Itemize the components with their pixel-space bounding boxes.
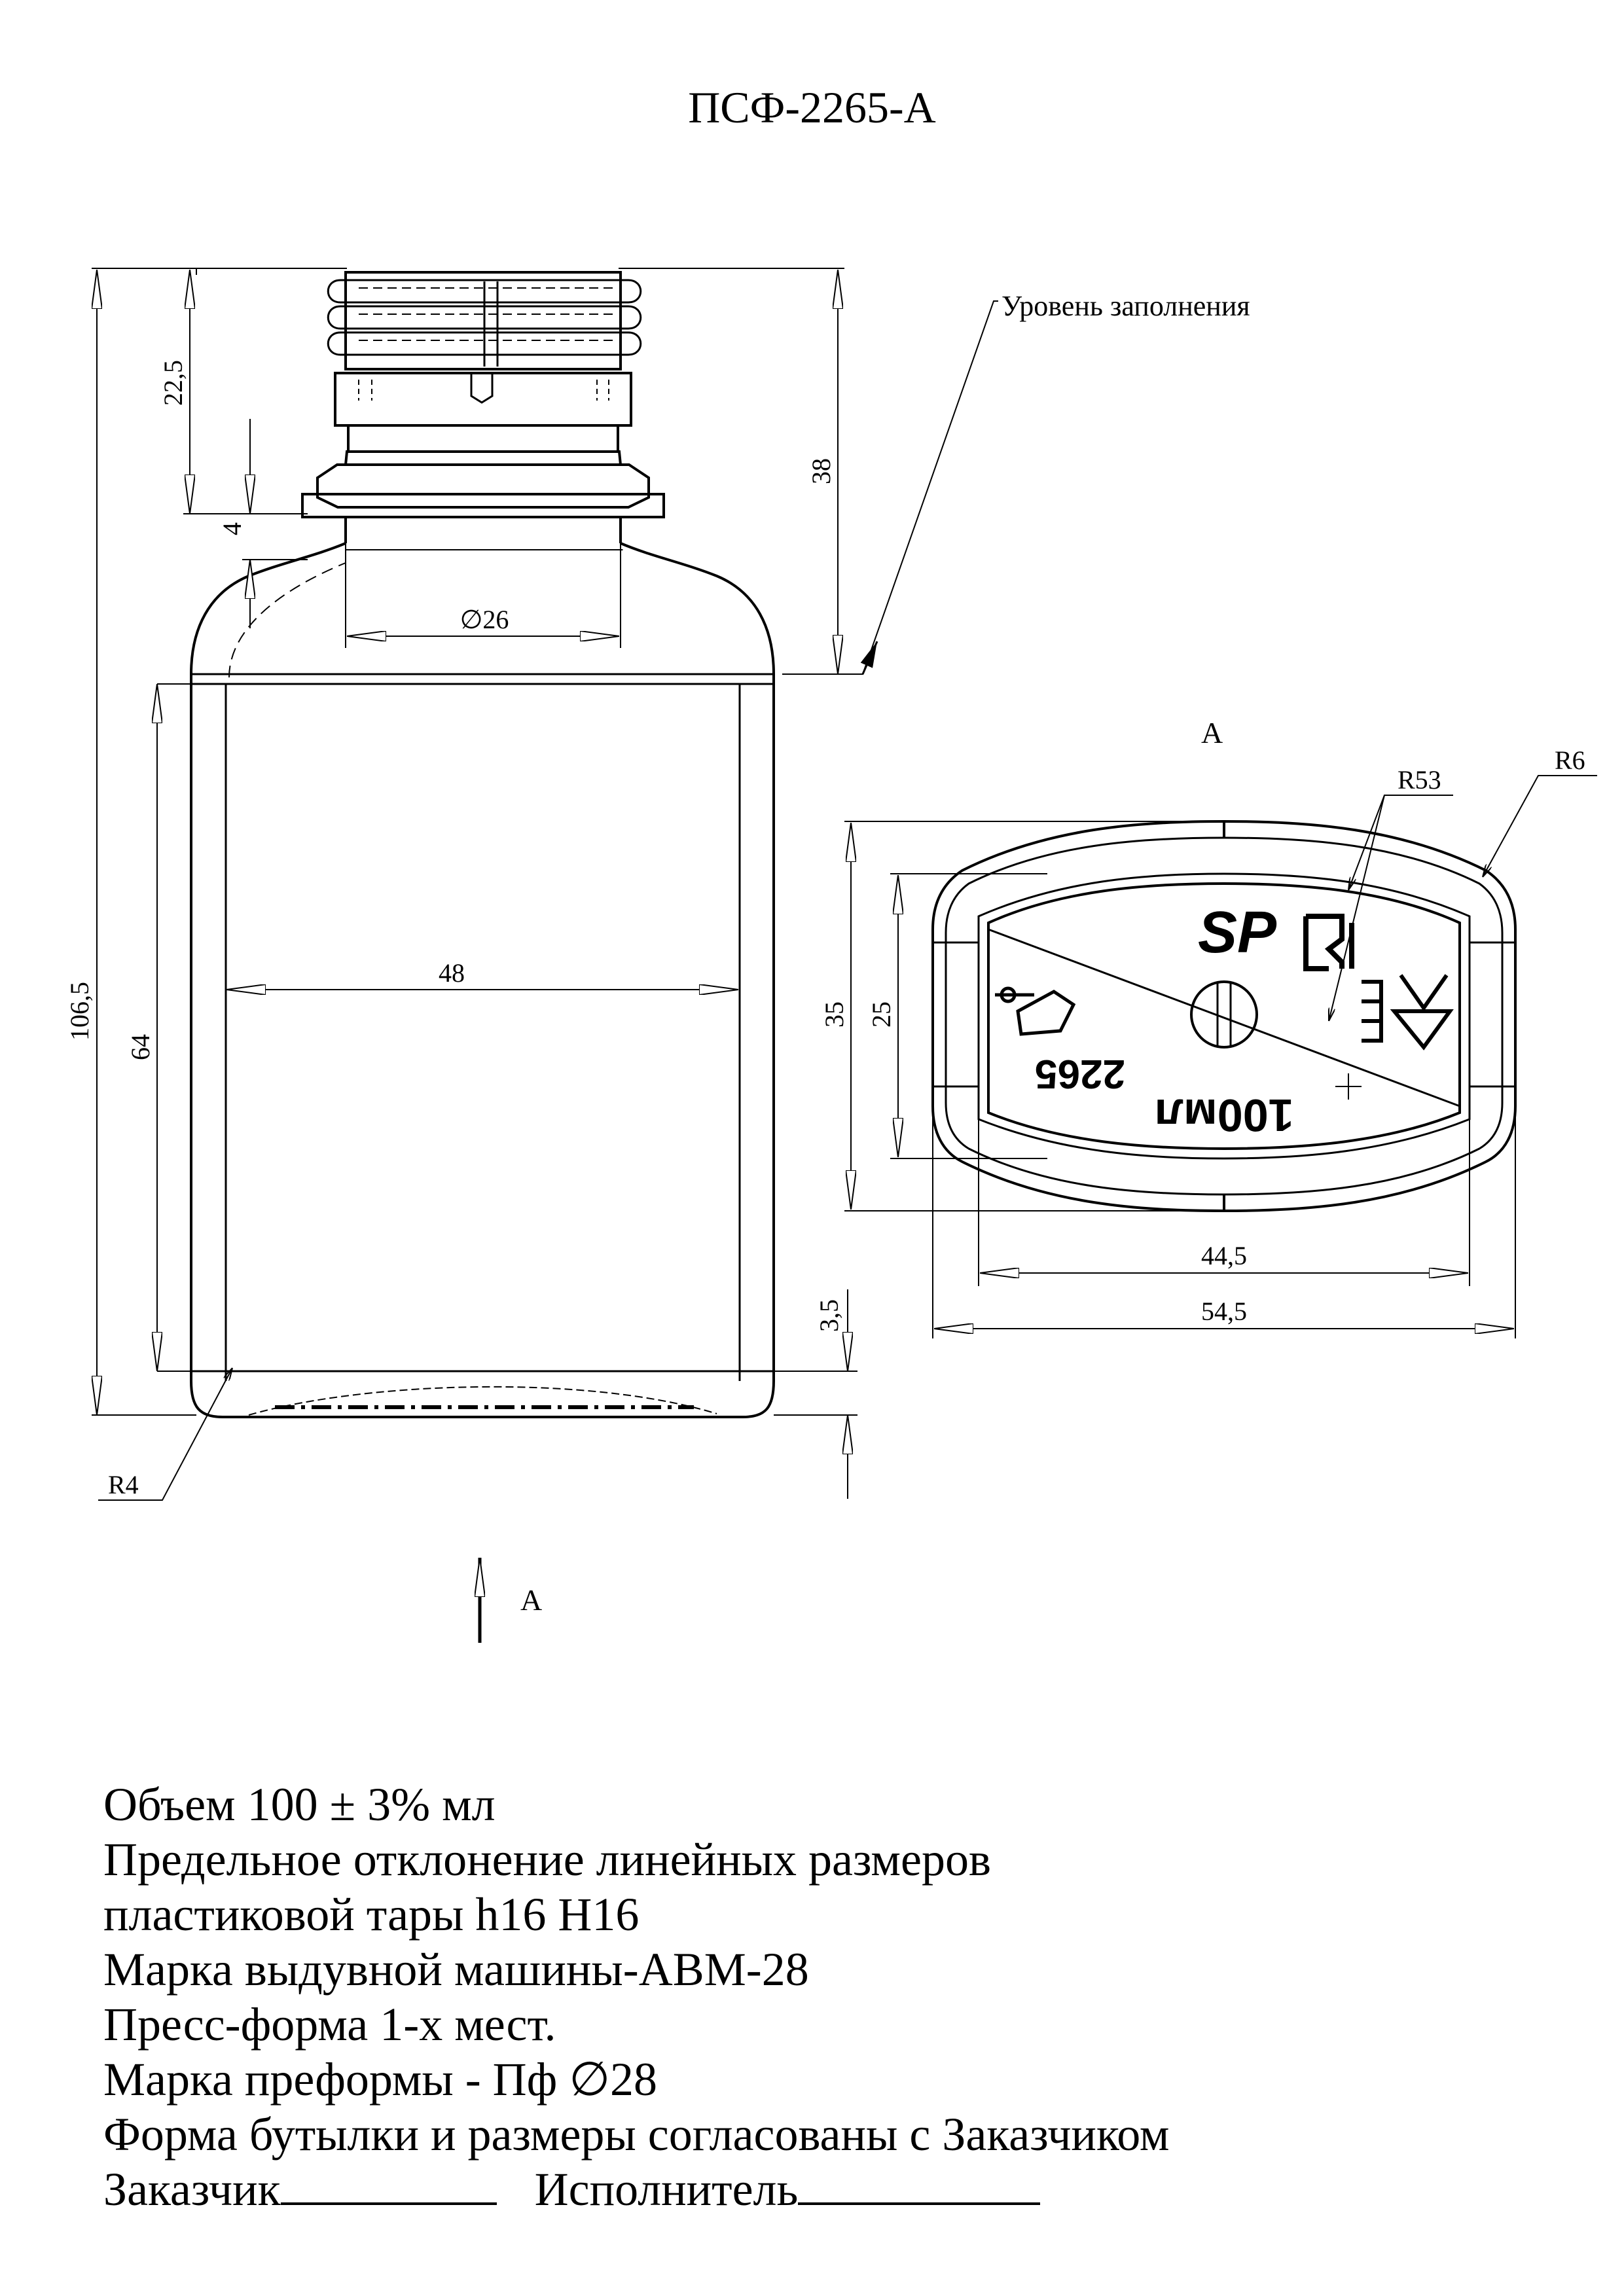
gate-circle — [1190, 980, 1258, 1049]
note-mould: Пресс-форма 1-х мест. — [103, 1998, 556, 2051]
dim-neck-height: 22,5 — [158, 360, 188, 406]
food-safe-icon — [1303, 914, 1354, 971]
radius-corner: R6 — [1555, 745, 1585, 775]
bottom-dimension-labels: А R53 R6 35 25 44,5 54,5 — [820, 716, 1585, 1326]
customer-label: Заказчик — [103, 2163, 281, 2215]
neck-collar — [334, 372, 632, 427]
front-dimensions — [92, 268, 998, 1643]
view-label: А — [1201, 716, 1223, 749]
radius-large: R53 — [1398, 765, 1441, 795]
bottom-outer-contour — [931, 819, 1517, 1213]
bottom-dimensions — [844, 775, 1597, 1338]
dim-neck-diameter: ∅26 — [460, 605, 509, 634]
note-agreement: Форма бутылки и размеры согласованы с За… — [103, 2108, 1170, 2161]
thread-lines — [327, 279, 642, 367]
note-volume: Объем 100 ± 3% мл — [103, 1778, 496, 1831]
mould-symbol-icon — [995, 986, 1076, 1036]
specification-notes: Объем 100 ± 3% мл Предельное отклонение … — [103, 1777, 1169, 2217]
volume-mark: 100мл — [1154, 1090, 1293, 1141]
bottom-view-marks: SP 100мл 2265 — [1035, 900, 1293, 1141]
signature-line: Заказчик Исполнитель — [103, 2162, 1169, 2217]
recycle-icon — [1362, 974, 1454, 1050]
front-dimension-labels: 106,5 22,5 4 38 ∅26 64 48 3,5 R4 Уровень… — [65, 290, 1250, 1617]
dim-total-height: 106,5 — [65, 982, 94, 1041]
dim-depth-outer: 35 — [820, 1001, 849, 1028]
executor-label: Исполнитель — [534, 2163, 799, 2215]
dim-body-height: 64 — [126, 1034, 155, 1060]
bottom-inner-panel — [987, 882, 1461, 1151]
dim-body-width: 48 — [439, 958, 465, 988]
view-arrow-label: А — [520, 1583, 542, 1617]
dim-width-outer: 54,5 — [1201, 1297, 1247, 1326]
bottom-view — [931, 819, 1517, 1213]
note-preform: Марка преформы - Пф ∅28 — [103, 2053, 658, 2106]
dim-base: 3,5 — [814, 1299, 844, 1332]
fill-level-label: Уровень заполнения — [1001, 290, 1250, 322]
dim-width-inner: 44,5 — [1201, 1241, 1247, 1270]
logo-sp: SP — [1198, 900, 1277, 965]
dim-ring: 4 — [217, 522, 247, 535]
radius-base: R4 — [108, 1470, 139, 1499]
dim-fill-level: 38 — [806, 458, 836, 484]
neck-finish — [344, 271, 622, 370]
note-machine: Марка выдувной машины-АВМ-28 — [103, 1943, 809, 1996]
dim-depth-inner: 25 — [867, 1001, 896, 1028]
note-tolerance: Предельное отклонение линейных размеров — [103, 1833, 991, 1886]
code-mark: 2265 — [1035, 1051, 1125, 1096]
bottle-front-view — [190, 271, 775, 1418]
note-tolerance-class: пластиковой тары h16 H16 — [103, 1888, 640, 1941]
drawing-title: ПСФ-2265-А — [688, 82, 936, 132]
executor-signature-field[interactable] — [798, 2163, 1041, 2205]
customer-signature-field[interactable] — [280, 2163, 497, 2205]
